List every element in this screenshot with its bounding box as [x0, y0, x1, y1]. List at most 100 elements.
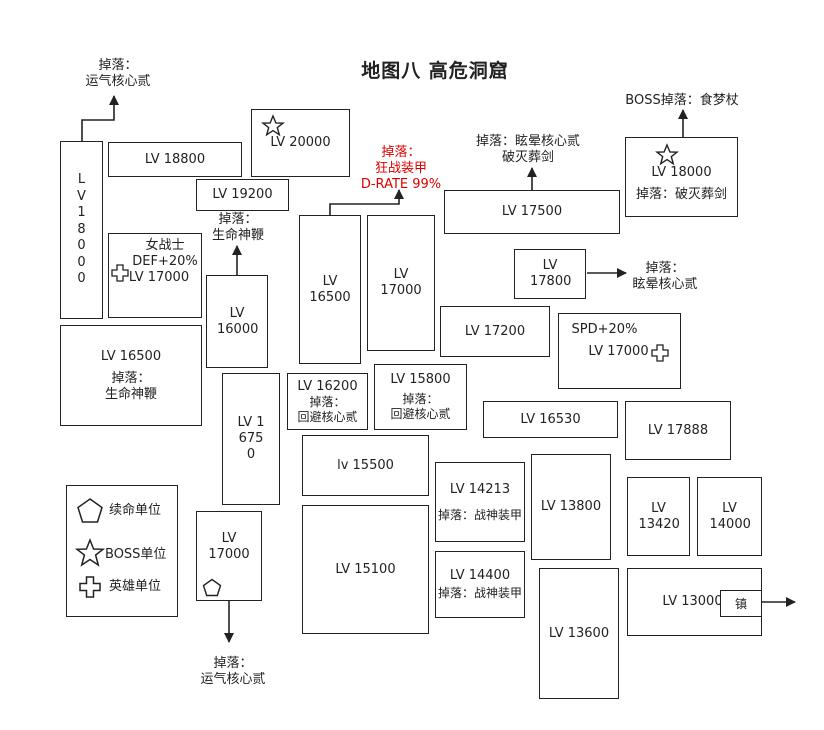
node-lv-13000-town[interactable]: LV 13000 镇 — [627, 568, 762, 636]
cross-icon — [651, 344, 669, 362]
node-lv-18800[interactable]: LV 18800 — [108, 142, 242, 177]
drop-label-line: 掉落： — [218, 212, 258, 227]
node-label: LV 13000 — [662, 594, 723, 609]
legend-label-hero: 英雄单位 — [109, 579, 162, 594]
drop-label-line: 掉落：战神装甲 — [437, 507, 522, 522]
drop-label-line: 掉落： — [381, 145, 421, 160]
node-lv-13600[interactable]: LV 13600 — [539, 568, 619, 699]
node-lv-17500[interactable]: LV 17500 — [444, 190, 620, 234]
node-label: LV 16500 — [309, 273, 351, 305]
node-label: LV 1675 0 — [237, 415, 265, 462]
node-lv-20000-boss[interactable]: LV 20000 — [251, 109, 350, 177]
node-label: LV 17200 — [464, 323, 526, 339]
node-lv-17200[interactable]: LV 17200 — [440, 306, 550, 357]
node-lv-17000-revive[interactable]: LV 17000 — [196, 511, 262, 601]
star-icon — [75, 538, 105, 567]
node-label: LV 17500 — [501, 204, 563, 219]
drop-label-line: 掉落： — [98, 58, 138, 73]
drop-label-boss: BOSS掉落：食梦杖 — [612, 93, 752, 109]
node-label: LV 18800 — [144, 151, 206, 167]
drop-label-stun-core: 掉落： 眩晕核心贰 — [627, 261, 703, 293]
node-lv-18000-vertical[interactable]: L V 1 8 0 0 0 — [60, 141, 103, 319]
node-lv-17000-tall[interactable]: LV 17000 — [367, 215, 435, 351]
node-label: LV 16000 — [217, 305, 259, 337]
drop-label-life-whip-top: 掉落： 生命神鞭 — [200, 212, 276, 244]
node-lv-16200[interactable]: LV 16200 掉落： 回避核心贰 — [287, 373, 368, 430]
node-label: LV 18000 — [651, 165, 712, 180]
node-label: LV 13600 — [548, 625, 610, 641]
town-tag[interactable]: 镇 — [720, 590, 762, 617]
node-lv-15800[interactable]: LV 15800 掉落： 回避核心贰 — [374, 364, 467, 430]
node-lv-16530[interactable]: LV 16530 — [483, 401, 618, 438]
drop-rate-label: D-RATE 99% — [360, 177, 442, 192]
node-label: LV 19200 — [212, 187, 273, 202]
node-lv-17888[interactable]: LV 17888 — [625, 401, 731, 460]
legend-panel: 续命单位 BOSS单位 英雄单位 — [66, 485, 178, 617]
node-lv-17800[interactable]: LV 17800 — [514, 249, 586, 299]
drop-label-luck-core-top: 掉落： 运气核心贰 — [78, 58, 158, 90]
node-label: LV 15800 — [390, 372, 451, 387]
drop-label-line: 掉落： — [309, 394, 346, 409]
drop-label-line: 回避核心贰 — [297, 409, 358, 424]
cross-icon — [111, 264, 129, 282]
connector-arrow-red-drop — [329, 189, 404, 215]
node-label: lv 15500 — [337, 457, 394, 473]
drop-label-line: 掉落：破灭葬剑 — [635, 187, 727, 202]
drop-label-line: 掉落： — [213, 656, 253, 671]
node-label: LV 17000 — [208, 531, 250, 562]
connector-arrow-18000-drop — [81, 95, 119, 141]
node-lv-15500[interactable]: lv 15500 — [302, 435, 429, 496]
node-lv-17000-spd-hero[interactable]: SPD+20% LV 17000 — [558, 313, 681, 389]
hero-name: 女战士 — [145, 238, 185, 253]
node-lv-14213[interactable]: LV 14213 掉落：战神装甲 — [435, 462, 525, 542]
node-label: LV 17000 — [588, 344, 649, 359]
node-label: LV 13800 — [540, 499, 602, 514]
drop-label-line: 狂战装甲 — [374, 161, 427, 176]
node-label: LV 16500 — [100, 348, 162, 364]
node-label: L V 1 8 0 0 0 — [77, 172, 86, 287]
node-label: LV 16530 — [520, 411, 581, 427]
drop-label-line: 回避核心贰 — [390, 407, 451, 421]
node-lv-13420[interactable]: LV 13420 — [627, 477, 690, 556]
node-lv-16500-tall[interactable]: LV 16500 — [299, 215, 361, 364]
node-label: LV 14000 — [709, 500, 751, 532]
node-label: LV 17800 — [530, 258, 572, 289]
node-lv-16500-drop[interactable]: LV 16500 掉落： 生命神鞭 — [60, 325, 202, 426]
node-label: LV 17888 — [647, 422, 709, 438]
legend-label-boss: BOSS单位 — [105, 547, 167, 562]
drop-label-line: 破灭葬剑 — [501, 150, 554, 165]
hero-buff: SPD+20% — [571, 322, 638, 337]
drop-label-line: 掉落： — [402, 392, 439, 406]
node-label: LV 13420 — [638, 500, 680, 532]
drop-label-line: 运气核心贰 — [200, 672, 266, 687]
cross-icon — [79, 576, 101, 598]
star-icon — [655, 143, 679, 166]
node-lv-14400[interactable]: LV 14400 掉落：战神装甲 — [435, 551, 525, 618]
node-lv-16000[interactable]: LV 16000 — [206, 275, 268, 368]
node-lv-17000-female-warrior[interactable]: 女战士 DEF+20% LV 17000 — [108, 233, 202, 318]
star-icon — [261, 114, 285, 137]
drop-label-line: 掉落：战神装甲 — [437, 586, 522, 600]
drop-label-line: BOSS掉落：食梦杖 — [625, 93, 739, 108]
drop-label-line: 掉落： — [111, 370, 151, 386]
node-lv-16750[interactable]: LV 1675 0 — [222, 373, 280, 505]
drop-label-line: 生命神鞭 — [104, 386, 157, 402]
node-lv-19200[interactable]: LV 19200 — [196, 179, 289, 211]
hero-buff: DEF+20% — [132, 254, 198, 269]
drop-label-line: 眩晕核心贰 — [632, 277, 698, 292]
node-label: LV 14400 — [449, 568, 511, 583]
node-label: LV 20000 — [270, 135, 331, 150]
drop-label-luck-core-bottom: 掉落： 运气核心贰 — [193, 656, 273, 688]
node-lv-18000-boss[interactable]: LV 18000 掉落：破灭葬剑 — [625, 137, 738, 217]
node-lv-15100[interactable]: LV 15100 — [302, 505, 429, 634]
node-lv-13800[interactable]: LV 13800 — [531, 454, 611, 560]
drop-label-line: 掉落：眩晕核心贰 — [475, 134, 580, 149]
node-label: LV 16200 — [297, 378, 358, 394]
node-label: LV 17000 — [128, 270, 190, 285]
drop-label-line: 生命神鞭 — [211, 228, 264, 243]
map-title: 地图八 高危洞窟 — [361, 60, 509, 82]
node-label: LV 17000 — [380, 267, 422, 298]
pentagon-icon — [202, 578, 222, 597]
node-label: LV 15100 — [335, 561, 396, 577]
node-lv-14000[interactable]: LV 14000 — [697, 477, 762, 556]
